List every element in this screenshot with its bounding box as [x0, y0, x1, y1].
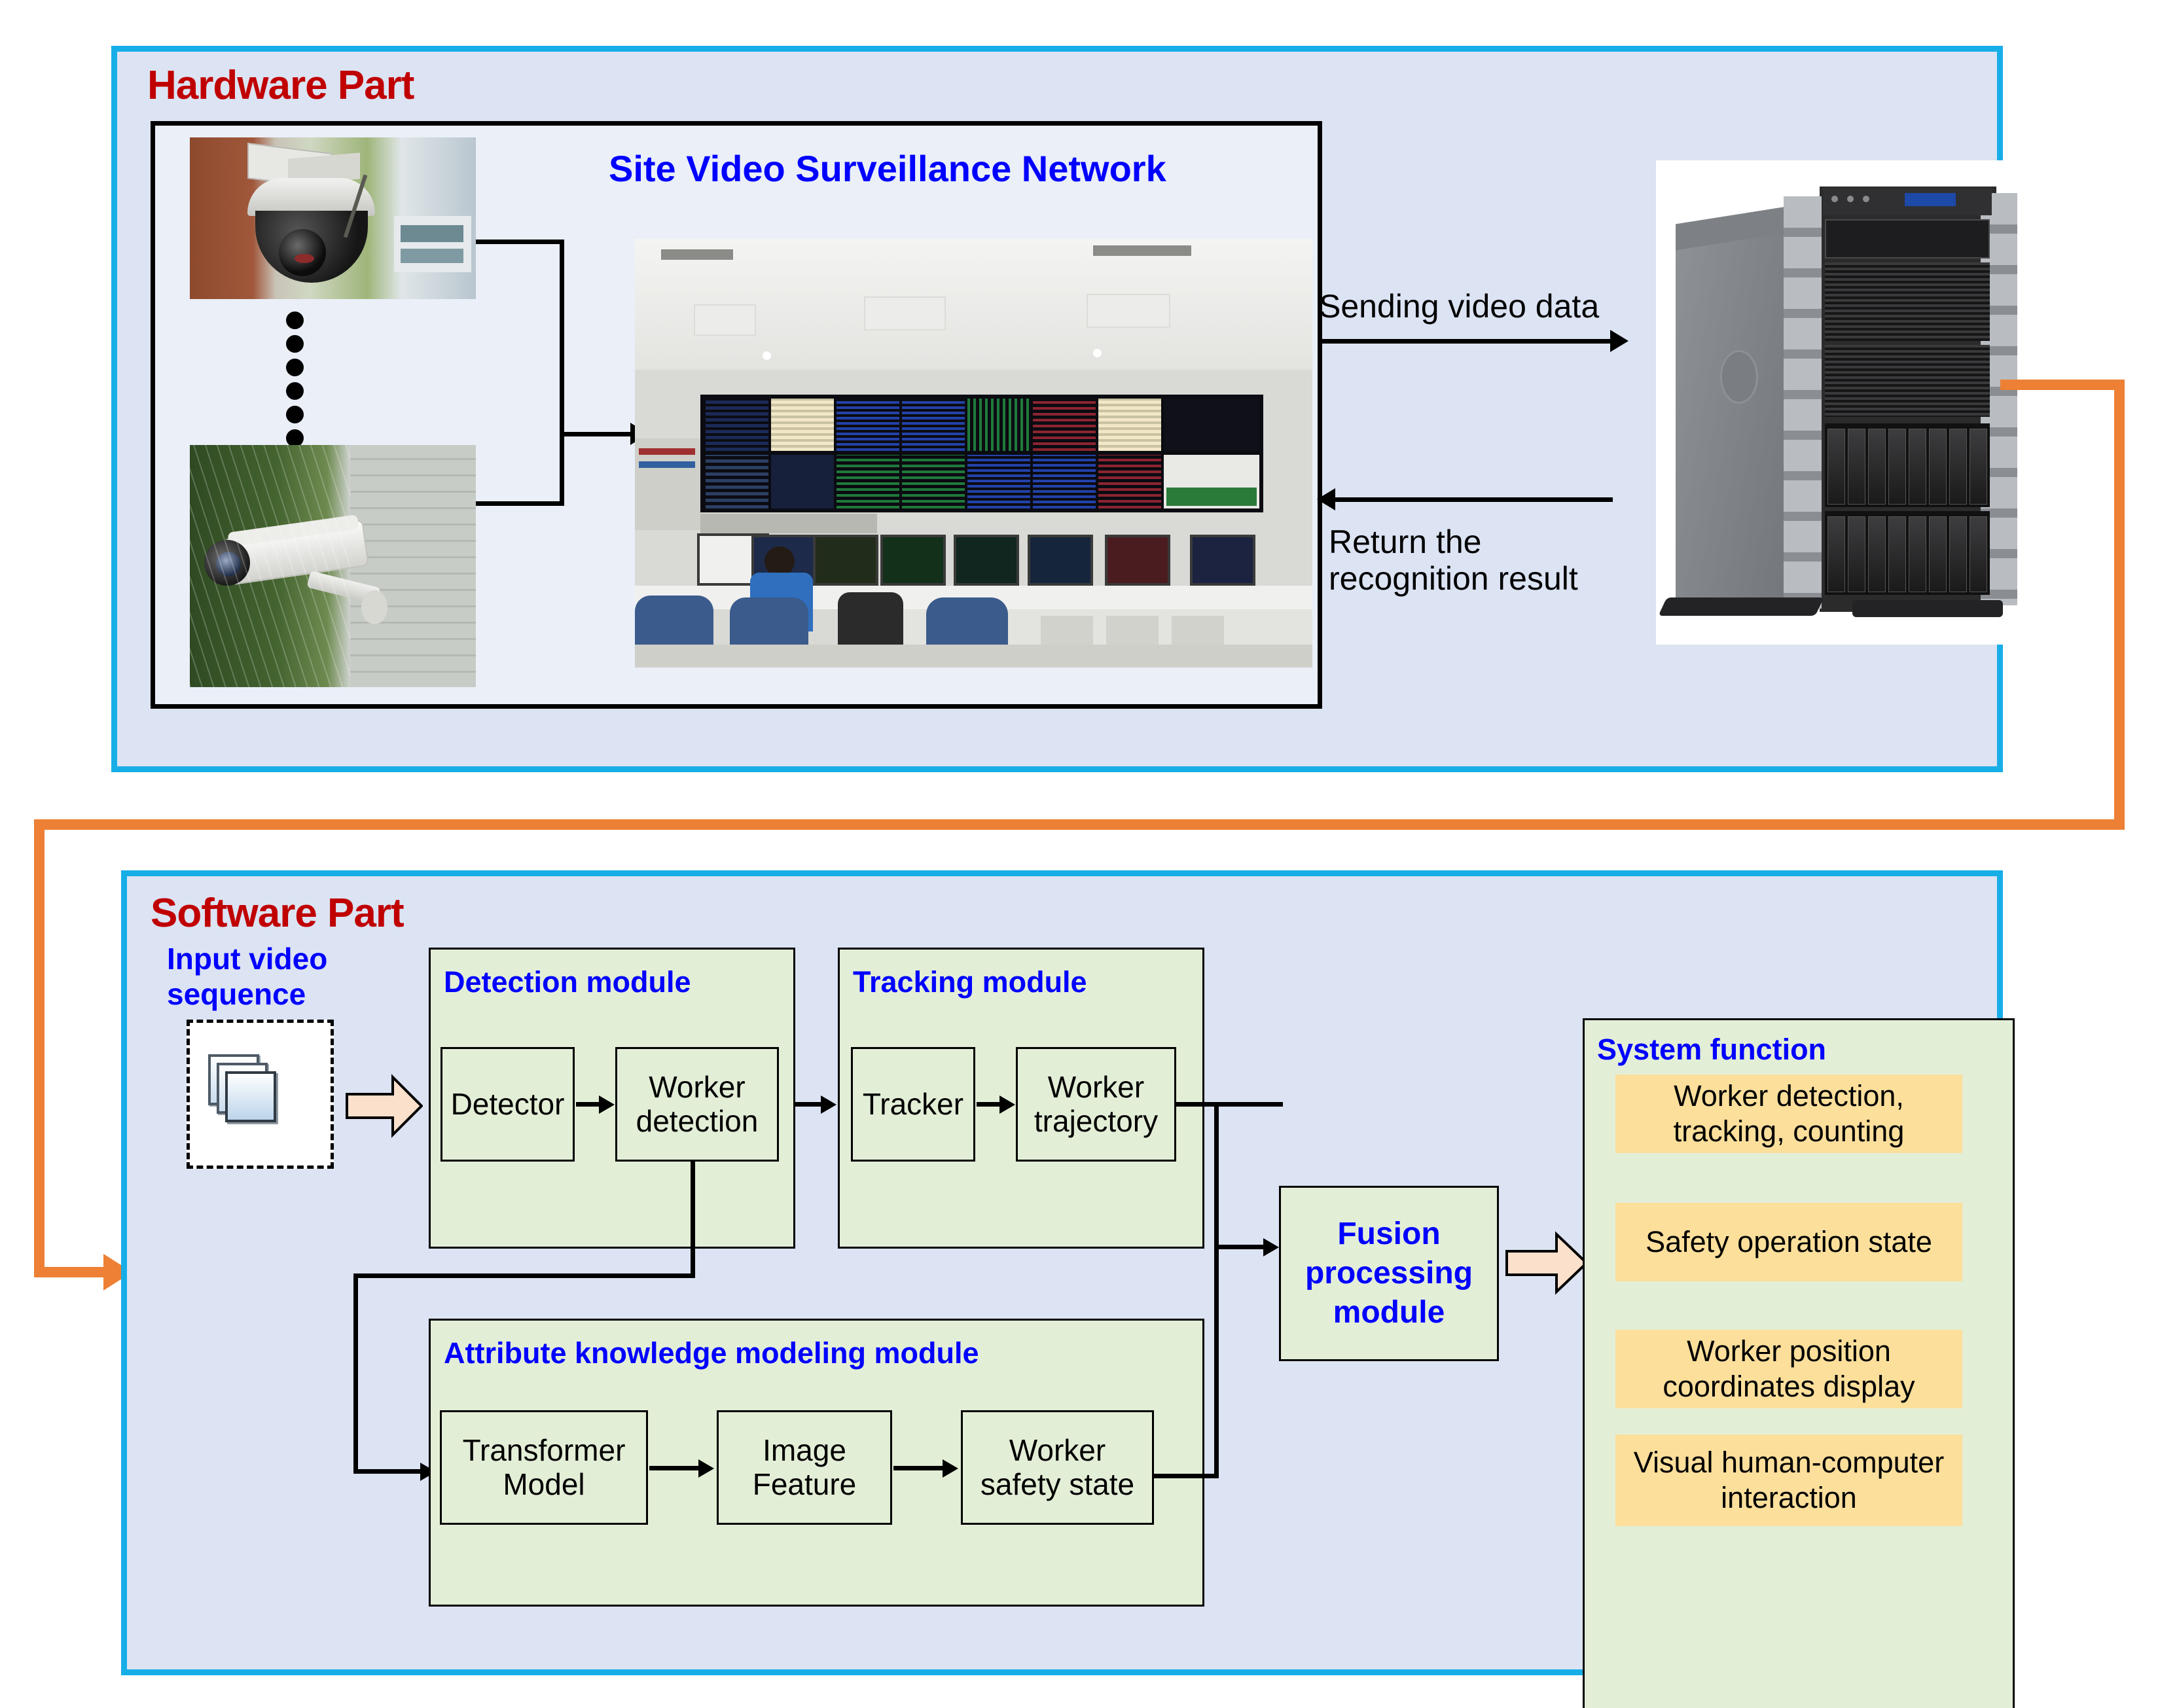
return-result-arrowhead — [1317, 488, 1335, 510]
tracker-node: Tracker — [851, 1047, 975, 1162]
camera-ellipsis-dot — [286, 382, 304, 400]
fusion-processing-module: Fusion processing module — [1279, 1186, 1499, 1361]
hardware-part-title: Hardware Part — [147, 63, 414, 108]
feedback-path-entry — [34, 1267, 106, 1277]
input-video-frame — [187, 1020, 334, 1169]
detection-branch-into-attribute — [353, 1469, 422, 1474]
transformer-model-node: Transformer Model — [440, 1410, 648, 1525]
input-to-detection-block-arrow — [346, 1074, 423, 1138]
fusion-to-system-function-block-arrow — [1505, 1231, 1588, 1295]
sending-video-data-line — [1318, 339, 1613, 344]
sending-video-data-arrowhead — [1610, 330, 1628, 352]
camera-connector-top — [476, 240, 564, 244]
detection-branch-down — [691, 1162, 695, 1278]
camera-ellipsis-dot — [286, 335, 304, 353]
camera-to-network-arrow-line — [560, 432, 635, 436]
tracker-to-trajectory-line — [977, 1102, 1001, 1107]
image-feature-node: Image Feature — [717, 1410, 892, 1525]
tracking-module-title: Tracking module — [853, 965, 1087, 999]
worker-detection-node: Worker detection — [615, 1047, 779, 1162]
worker-trajectory-node: Worker trajectory — [1016, 1047, 1176, 1162]
video-frames-stack-icon — [208, 1054, 279, 1125]
system-function-title: System function — [1597, 1033, 1827, 1066]
fusion-input-line — [1214, 1245, 1265, 1249]
detector-to-worker-detection-arrowhead — [599, 1095, 615, 1114]
attribute-knowledge-module-title: Attribute knowledge modeling module — [444, 1336, 979, 1370]
surveillance-network-title: Site Video Surveillance Network — [609, 148, 1166, 189]
detector-to-worker-detection-line — [576, 1102, 601, 1107]
bullet-camera-photo — [190, 445, 476, 687]
camera-connector-bottom — [476, 501, 564, 506]
feedback-path-bottom — [34, 819, 2125, 830]
worker-safety-state-node: Worker safety state — [961, 1410, 1154, 1525]
ptz-dome-camera-photo — [190, 137, 476, 299]
detection-branch-left — [353, 1273, 695, 1278]
camera-ellipsis-dot — [286, 311, 304, 329]
safety-to-fusion-bottom — [1154, 1474, 1218, 1478]
return-result-line — [1335, 497, 1613, 502]
camera-ellipsis-dot — [286, 359, 304, 376]
feedback-path-right — [2114, 380, 2125, 830]
detection-module-title: Detection module — [444, 965, 691, 999]
fusion-input-arrowhead — [1263, 1238, 1279, 1256]
system-function-item: Worker detection, tracking, counting — [1615, 1075, 1962, 1153]
feedback-path-left — [34, 819, 45, 1277]
tower-server-photo — [1656, 160, 2026, 645]
fusion-feed-vertical — [1214, 1102, 1219, 1478]
detection-to-tracking-arrowhead — [821, 1095, 837, 1114]
detection-to-tracking-line — [795, 1102, 823, 1107]
sending-video-data-label: Sending video data — [1319, 288, 1600, 325]
control-room-photo — [635, 239, 1312, 667]
system-function-item: Safety operation state — [1615, 1203, 1962, 1281]
transformer-to-feature-arrowhead — [698, 1459, 714, 1478]
system-function-item: Visual human-computer interaction — [1615, 1434, 1962, 1526]
transformer-to-feature-line — [649, 1466, 700, 1470]
camera-ellipsis-dot — [286, 406, 304, 423]
feedback-path-top — [2000, 380, 2125, 390]
system-function-item: Worker position coordinates display — [1615, 1330, 1962, 1408]
return-result-label: Return the recognition result — [1329, 524, 1578, 597]
detection-branch-down-left — [353, 1273, 358, 1474]
tracker-to-trajectory-arrowhead — [999, 1095, 1015, 1114]
feature-to-safety-line — [893, 1466, 945, 1470]
feature-to-safety-arrowhead — [943, 1459, 958, 1478]
camera-ellipsis-dot — [286, 429, 304, 447]
input-video-sequence-label: Input video sequence — [167, 942, 328, 1012]
trajectory-to-fusion-top — [1176, 1102, 1283, 1107]
software-part-title: Software Part — [151, 891, 405, 936]
camera-connector-vertical — [560, 240, 564, 506]
detector-node: Detector — [441, 1047, 575, 1162]
